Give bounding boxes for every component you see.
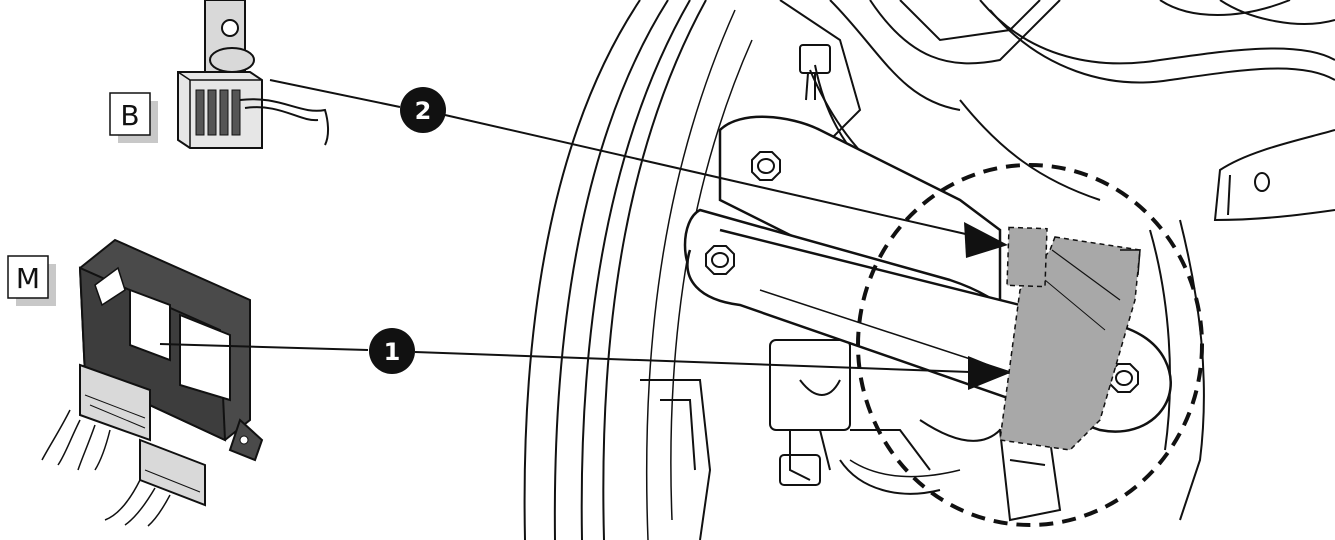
control-module-part bbox=[41, 238, 264, 527]
callout-1-text: 1 bbox=[384, 338, 401, 366]
arrow-1-head bbox=[968, 356, 1010, 390]
callout-2: 2 bbox=[400, 87, 446, 133]
buzzer-mounting-area bbox=[1006, 226, 1048, 288]
buzzer-part bbox=[177, 0, 329, 149]
callout-1: 1 bbox=[369, 328, 415, 374]
label-m-text: M bbox=[16, 262, 40, 295]
leader-line-1 bbox=[159, 343, 1010, 390]
label-b-text: B bbox=[120, 99, 139, 132]
bolt-lower-right bbox=[1109, 363, 1139, 393]
arrow-2-head bbox=[964, 222, 1008, 258]
leader-line-2 bbox=[269, 79, 1008, 258]
label-m: M bbox=[7, 255, 56, 306]
bolt-upper bbox=[751, 151, 781, 181]
bolt-middle bbox=[705, 245, 735, 275]
mounting-bracket bbox=[683, 115, 1172, 433]
callout-2-text: 2 bbox=[415, 97, 432, 125]
installation-zone-circle bbox=[856, 163, 1204, 527]
label-b: B bbox=[109, 92, 158, 143]
vehicle-body-panels bbox=[640, 0, 1335, 540]
